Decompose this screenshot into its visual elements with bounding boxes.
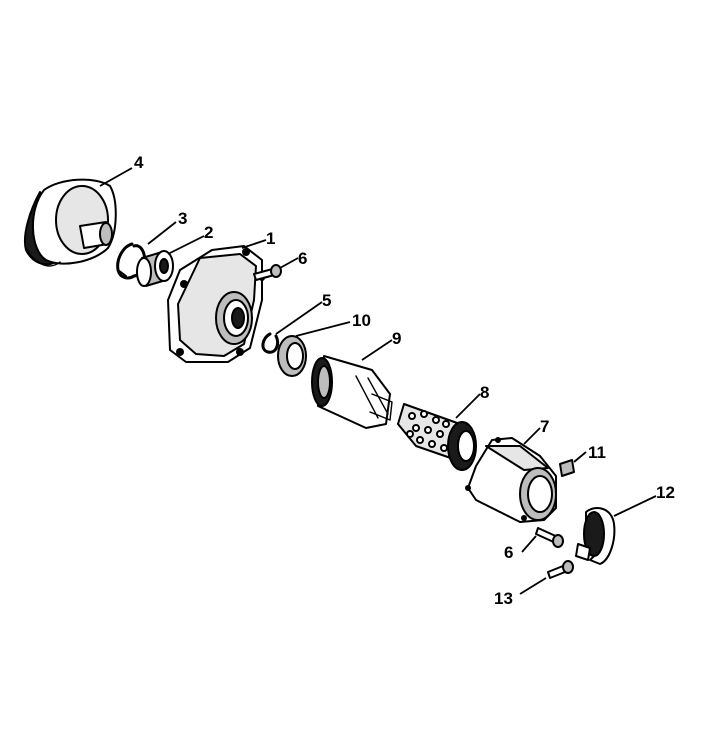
part-4-clutch-drum	[24, 178, 117, 267]
callout-labels: 4 3 2 1 6 5 10 9 8 7 11 12 6 13	[134, 153, 675, 608]
part-11-small-screw	[559, 459, 575, 477]
callout-6-upper: 6	[298, 249, 307, 268]
part-2-needle-bearing	[136, 250, 174, 287]
callout-1: 1	[266, 229, 275, 248]
part-6-screw-upper	[253, 264, 282, 281]
callout-6-lower: 6	[504, 543, 513, 562]
part-5-circlip	[261, 332, 280, 354]
part-9-sleeve	[311, 355, 393, 429]
part-12-clamp	[575, 507, 616, 565]
callout-3: 3	[178, 209, 187, 228]
part-7-bearing-housing	[465, 437, 557, 523]
callout-8: 8	[480, 383, 489, 402]
leader-lines	[99, 167, 657, 595]
part-13-screw	[547, 560, 574, 579]
part-6-screw-lower	[535, 527, 564, 548]
callout-9: 9	[392, 329, 401, 348]
callout-5: 5	[322, 291, 331, 310]
callout-10: 10	[352, 311, 371, 330]
callout-12: 12	[656, 483, 675, 502]
callout-11: 11	[588, 443, 606, 462]
callout-2: 2	[204, 223, 213, 242]
part-8-needle-cage	[397, 403, 477, 471]
callout-4: 4	[134, 153, 144, 172]
part-1-housing	[167, 245, 265, 363]
callout-13: 13	[494, 589, 513, 608]
part-10-washer	[277, 335, 307, 377]
callout-7: 7	[540, 417, 549, 436]
